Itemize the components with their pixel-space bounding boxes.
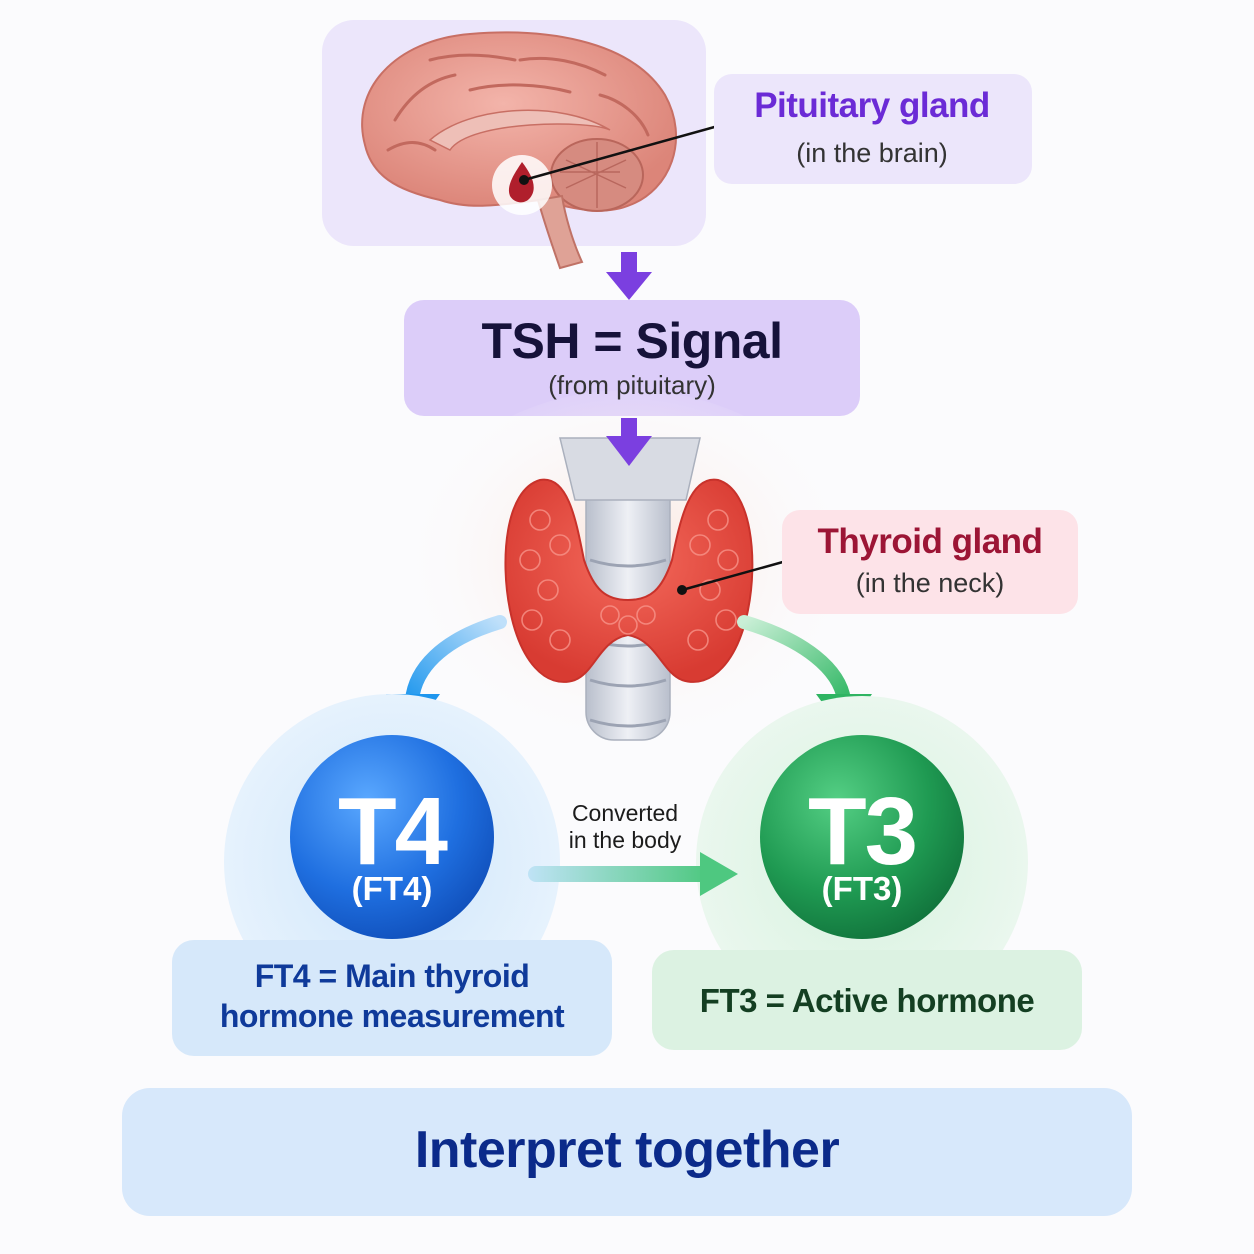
interpret-together-label: Interpret together xyxy=(414,1121,840,1179)
ft3-description-box xyxy=(652,950,1082,1050)
pituitary-label-title: Pituitary gland xyxy=(754,86,990,125)
conversion-label-line2: in the body xyxy=(568,827,682,853)
thyroid-pointer-dot xyxy=(677,585,687,595)
t4-sphere xyxy=(290,735,494,939)
thyroid-label-box xyxy=(782,510,1078,614)
t3-name: T3 xyxy=(807,778,918,885)
tsh-box xyxy=(404,300,860,416)
pituitary-label-subtitle: (in the brain) xyxy=(796,138,948,168)
t3-sphere xyxy=(760,735,964,939)
interpret-together-box xyxy=(122,1088,1132,1216)
ft4-description-line2: hormone measurement xyxy=(219,998,565,1034)
brain-illustration xyxy=(361,31,678,270)
ft4-description-box xyxy=(172,940,612,1056)
thyroid-pointer xyxy=(681,558,791,592)
conversion-label-line1: Converted xyxy=(571,800,679,826)
t4-name: T4 xyxy=(337,778,448,885)
down-arrow-icon xyxy=(606,252,652,300)
tsh-subtitle: (from pituitary) xyxy=(548,370,716,400)
ft4-description-line1: FT4 = Main thyroid xyxy=(254,958,530,994)
tsh-title: TSH = Signal xyxy=(481,313,783,369)
t3-subname: (FT3) xyxy=(821,870,903,907)
down-arrow-icon xyxy=(606,418,652,466)
pituitary-pointer xyxy=(523,124,719,182)
ft3-description: FT3 = Active hormone xyxy=(699,982,1035,1019)
pituitary-pointer-dot xyxy=(519,175,529,185)
thyroid-label-title: Thyroid gland xyxy=(817,522,1043,561)
t4-subname: (FT4) xyxy=(351,870,433,907)
trachea-illustration xyxy=(559,437,701,741)
thyroid-label-subtitle: (in the neck) xyxy=(855,568,1005,598)
pituitary-label-box xyxy=(714,74,1032,184)
right-arrow-icon xyxy=(528,852,738,896)
